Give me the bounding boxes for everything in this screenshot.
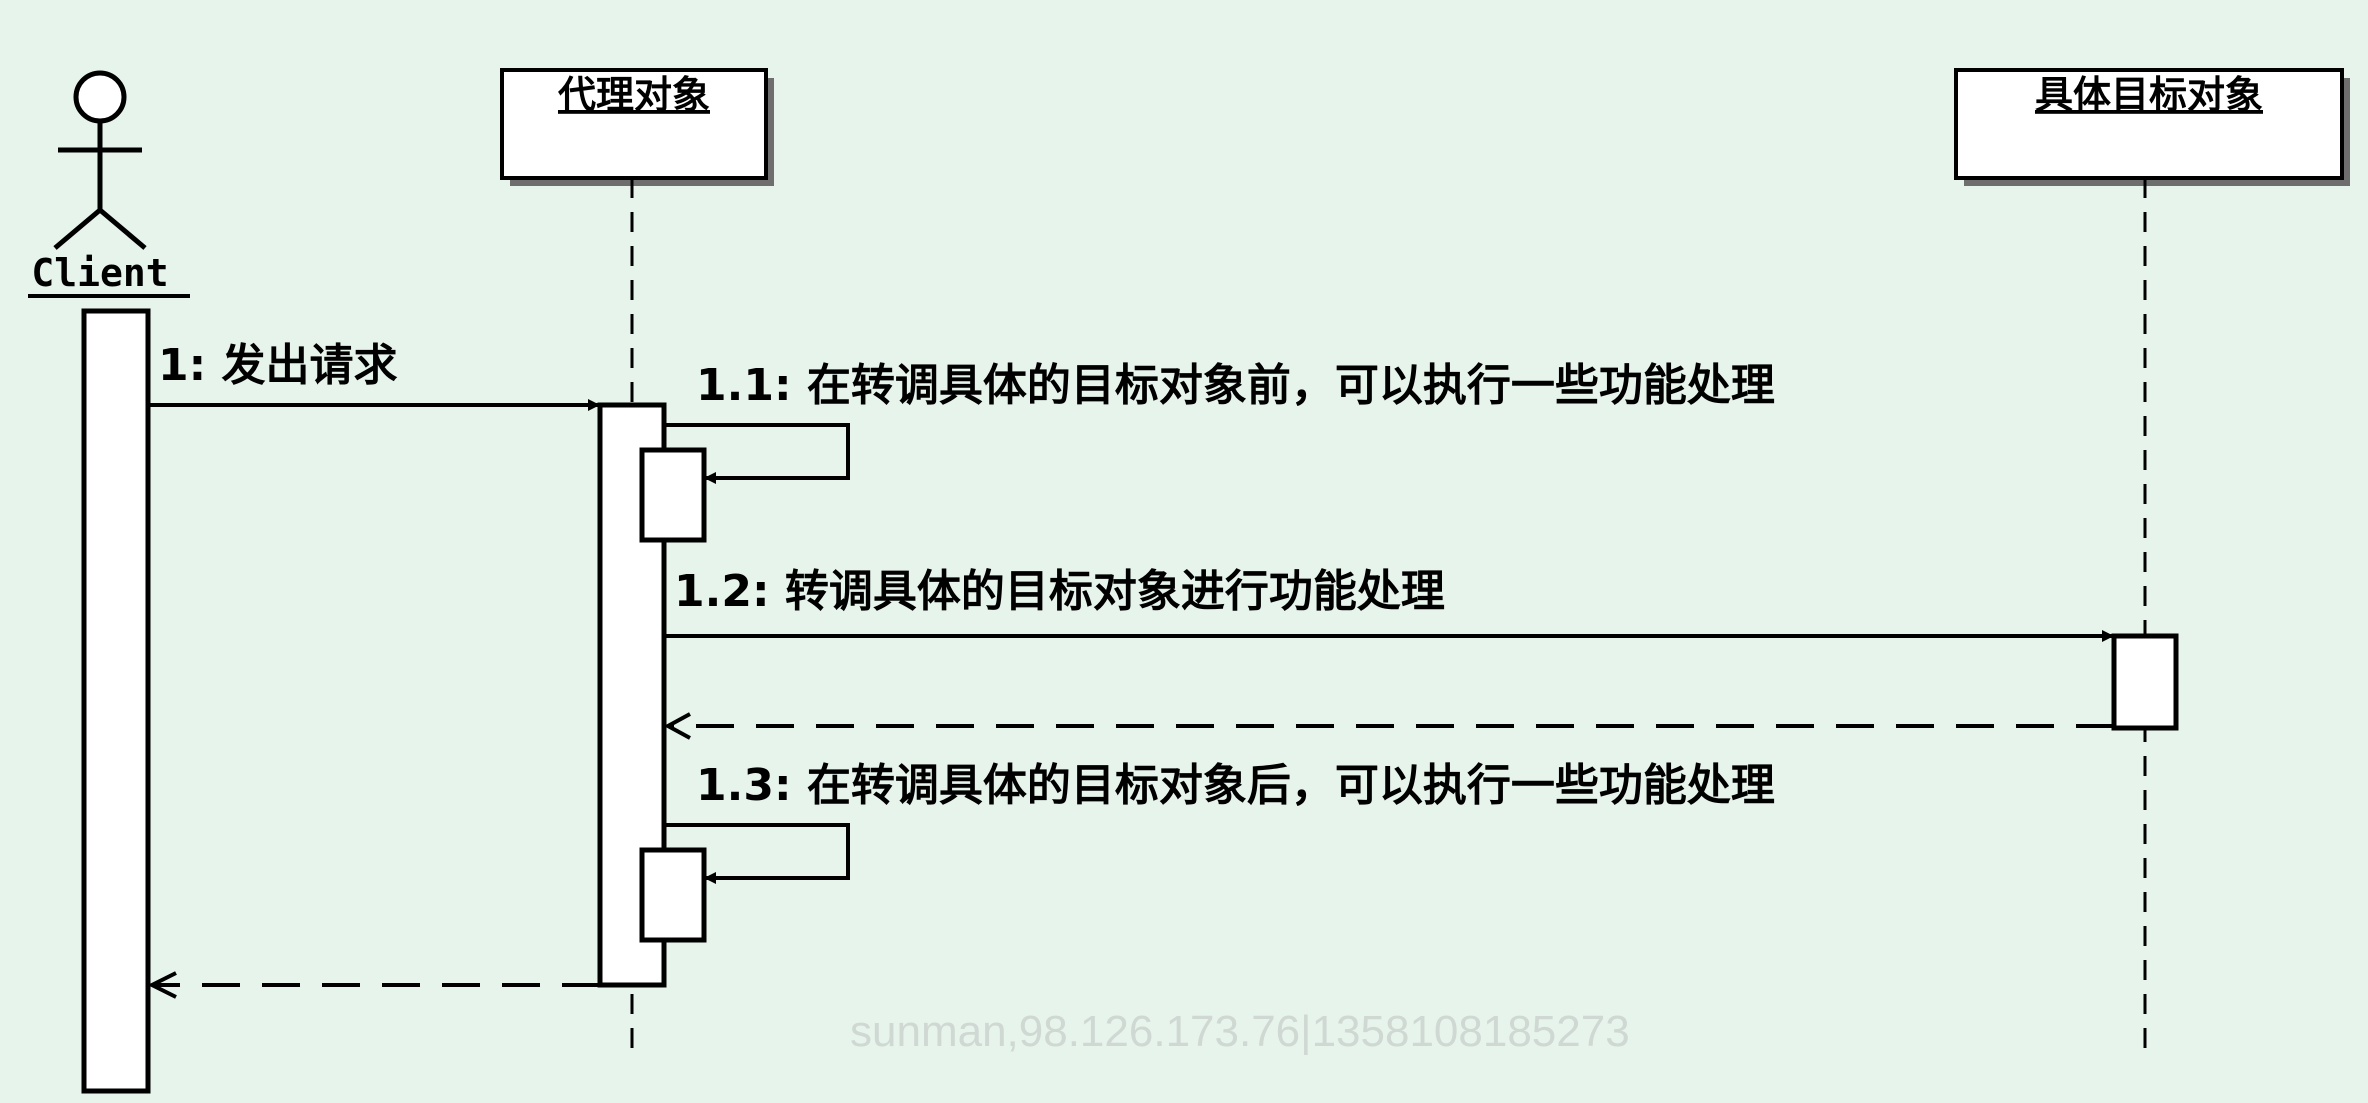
proxy-self-activation-2 (639, 847, 707, 943)
message-1-3-arrow (664, 823, 850, 884)
message-1-1-label: 1.1: 在转调具体的目标对象前，可以执行一些功能处理 (696, 360, 1775, 411)
proxy-box-label: 代理对象 (558, 73, 710, 117)
target-activation-bar (2111, 633, 2179, 731)
lifeline-box-proxy[interactable]: 代理对象 (500, 68, 774, 186)
actor-head (73, 70, 127, 124)
message-1-label: 1: 发出请求 (158, 340, 398, 391)
target-box-label: 具体目标对象 (2035, 73, 2263, 117)
lifeline-box-target[interactable]: 具体目标对象 (1954, 68, 2350, 186)
target-box (1954, 68, 2344, 180)
client-activation-bar (81, 308, 151, 1094)
actor-label: Client (31, 251, 168, 295)
actor-client[interactable]: Client (28, 70, 190, 298)
message-1-2-label: 1.2: 转调具体的目标对象进行功能处理 (674, 566, 1445, 617)
proxy-box (500, 68, 768, 180)
return-client-arrowhead (147, 971, 177, 999)
actor-right-leg (98, 208, 147, 250)
return-target-arrowhead (663, 712, 691, 740)
message-1-1-arrow (664, 423, 850, 484)
actor-left-leg (53, 208, 102, 250)
proxy-self-activation-1 (639, 447, 707, 543)
watermark: sunman,98.126.173.76|1358108185273 (850, 1007, 1630, 1056)
message-1-3-label: 1.3: 在转调具体的目标对象后，可以执行一些功能处理 (696, 760, 1775, 811)
